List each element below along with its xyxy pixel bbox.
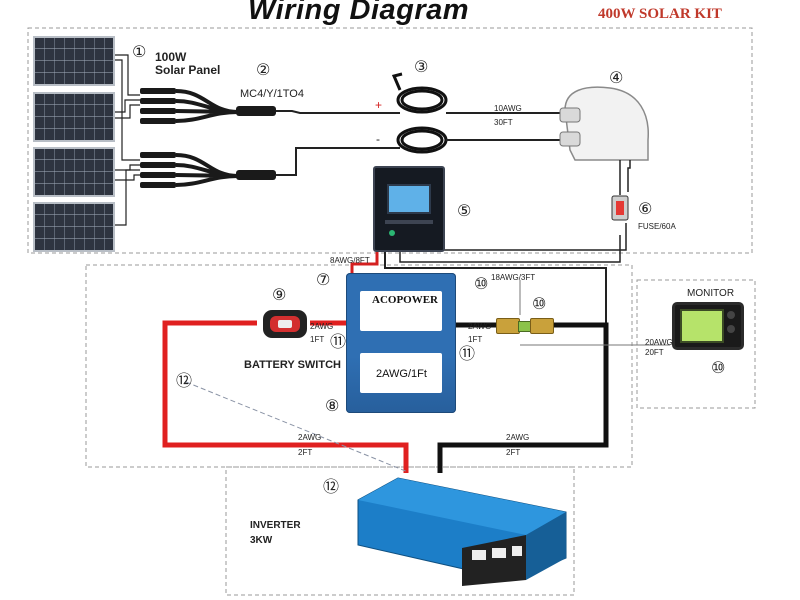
shunt-terminal-right <box>530 318 554 334</box>
marker-7: ⑦ <box>316 270 331 289</box>
controller-pv-return-2 <box>399 235 621 263</box>
main-positive-wire <box>162 320 409 473</box>
pv-group-box <box>27 27 753 254</box>
controller-led <box>389 230 395 236</box>
marker-3: ③ <box>414 57 429 76</box>
y-connector-positive <box>140 88 276 124</box>
inverter-label-line1: INVERTER <box>250 520 301 531</box>
monitor-cable-awg: 20AWG <box>645 338 673 347</box>
battery-switch-label: BATTERY SWITCH <box>244 359 341 371</box>
monitor-screen <box>680 309 724 343</box>
kit-label: 400W SOLAR KIT <box>598 6 722 22</box>
solar-panel-4 <box>33 202 115 252</box>
switch-cable-length: 1FT <box>310 335 325 344</box>
monitor-label: MONITOR <box>687 288 735 299</box>
positive-sign: + <box>375 98 383 112</box>
charge-controller <box>373 166 445 252</box>
marker-10-monitor: ⑩ <box>711 358 726 377</box>
marker-10-shunt-link: ⑩ <box>474 274 489 293</box>
marker-5: ⑤ <box>457 201 472 220</box>
shunt-terminal-left <box>496 318 520 334</box>
marker-4: ④ <box>609 68 624 87</box>
marker-1: ① <box>132 42 147 61</box>
branch-connector-label: MC4/Y/1TO4 <box>240 88 304 100</box>
fuse-label: FUSE/60A <box>638 222 676 231</box>
shunt <box>496 318 554 334</box>
shunt-link-cable: 18AWG/3FT <box>491 273 536 282</box>
marker-8: ⑧ <box>325 396 340 415</box>
battery-brand: ACOPOWER <box>372 294 438 306</box>
marker-11-right: ⑪ <box>459 344 476 363</box>
battery-upper-face <box>360 291 442 331</box>
battery-pack: ACOPOWER 2AWG/1Ft <box>346 273 456 413</box>
diagram-title: Wiring Diagram <box>248 0 470 26</box>
pv-to-controller-2 <box>627 160 631 192</box>
solar-panel-2 <box>33 92 115 142</box>
pv-cable-awg: 10AWG <box>494 104 522 113</box>
marker-11-left: ⑪ <box>330 332 347 351</box>
ctrl-bat-negative <box>384 252 607 330</box>
cable-coil-positive <box>391 72 448 114</box>
ctrl-bat-cable: 8AWG/8FT <box>330 256 370 265</box>
controller-pv-return <box>405 223 627 251</box>
marker-12-ground: ⑫ <box>176 371 193 390</box>
pv-cable-length: 30FT <box>494 118 513 127</box>
inv-neg-cable-awg: 2AWG <box>506 433 530 442</box>
shunt-cable-awg: 2AWG <box>468 322 492 331</box>
panel-leads <box>115 54 140 226</box>
negative-sign: - <box>376 132 380 146</box>
y-connector-negative <box>140 152 276 188</box>
roof-entry-gland <box>559 86 649 161</box>
battery-monitor <box>672 302 744 350</box>
cable-coil-negative <box>396 126 448 154</box>
panel-label-line2: Solar Panel <box>155 63 221 77</box>
marker-2: ② <box>256 60 271 79</box>
inv-neg-cable-length: 2FT <box>506 448 521 457</box>
marker-6: ⑥ <box>638 199 653 218</box>
switch-cable-awg: 2AWG <box>310 322 334 331</box>
inverter-body <box>357 477 567 586</box>
marker-9: ⑨ <box>272 285 287 304</box>
monitor-cable-length: 20FT <box>645 348 664 357</box>
pv-negative-lead <box>276 147 400 176</box>
fuse-holder <box>611 195 629 221</box>
inv-pos-cable-length: 2FT <box>298 448 313 457</box>
shunt-cable-length: 1FT <box>468 335 483 344</box>
monitor-button <box>727 311 735 319</box>
inv-pos-cable-awg: 2AWG <box>298 433 322 442</box>
monitor-group-box <box>636 279 756 409</box>
marker-12-inverter: ⑫ <box>323 477 340 496</box>
monitor-button <box>727 325 735 333</box>
battery-lower-face <box>360 353 442 393</box>
marker-10-shunt: ⑩ <box>532 294 547 313</box>
controller-screen <box>387 184 431 214</box>
shunt-to-inverter-negative <box>437 322 609 473</box>
solar-panel-3 <box>33 147 115 197</box>
inverter-label-line2: 3KW <box>250 535 273 546</box>
battery-cable-label: 2AWG/1Ft <box>376 368 427 380</box>
battery-switch <box>263 310 307 338</box>
controller-trim <box>385 220 433 224</box>
panel-label-line1: 100W <box>155 50 187 64</box>
pv-positive-lead <box>276 110 400 114</box>
solar-panel-1 <box>33 36 115 86</box>
